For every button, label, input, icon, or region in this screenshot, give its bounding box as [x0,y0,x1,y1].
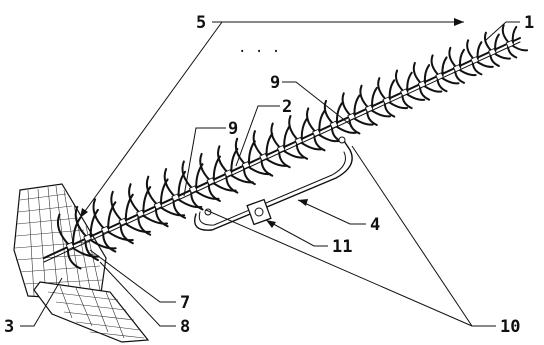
label-8: 8 [180,317,190,337]
director-element [430,54,460,93]
director-element [341,92,374,135]
director-element [466,39,494,76]
reflector-grid [13,183,150,343]
director-element [501,24,529,59]
label-9-left: 9 [228,119,238,139]
label-11: 11 [332,237,352,257]
director-element [56,213,100,270]
label-3: 3 [4,317,14,337]
director-element [252,130,289,177]
label-ellipsis: . . . [238,40,280,56]
callout-labels: 1 5 . . . 9 2 9 4 11 7 8 3 10 [4,13,534,337]
label-9-right: 9 [270,73,280,93]
label-7: 7 [180,293,190,313]
director-element [288,115,323,160]
label-1: 1 [524,13,534,33]
director-element [110,190,151,245]
director-element [394,69,426,110]
director-element [74,205,117,262]
label-4: 4 [370,215,380,235]
director-element [270,122,306,169]
director-element [483,31,511,67]
director-element [412,61,443,101]
label-5: 5 [196,13,206,33]
leader-lines [20,18,520,327]
label-2: 2 [282,97,292,117]
director-element [234,137,271,186]
label-10: 10 [500,317,520,337]
director-element [359,84,391,127]
director-element [128,183,169,236]
director-element [92,198,134,253]
director-element [306,107,340,152]
director-element [448,46,477,84]
director-element [377,77,409,118]
